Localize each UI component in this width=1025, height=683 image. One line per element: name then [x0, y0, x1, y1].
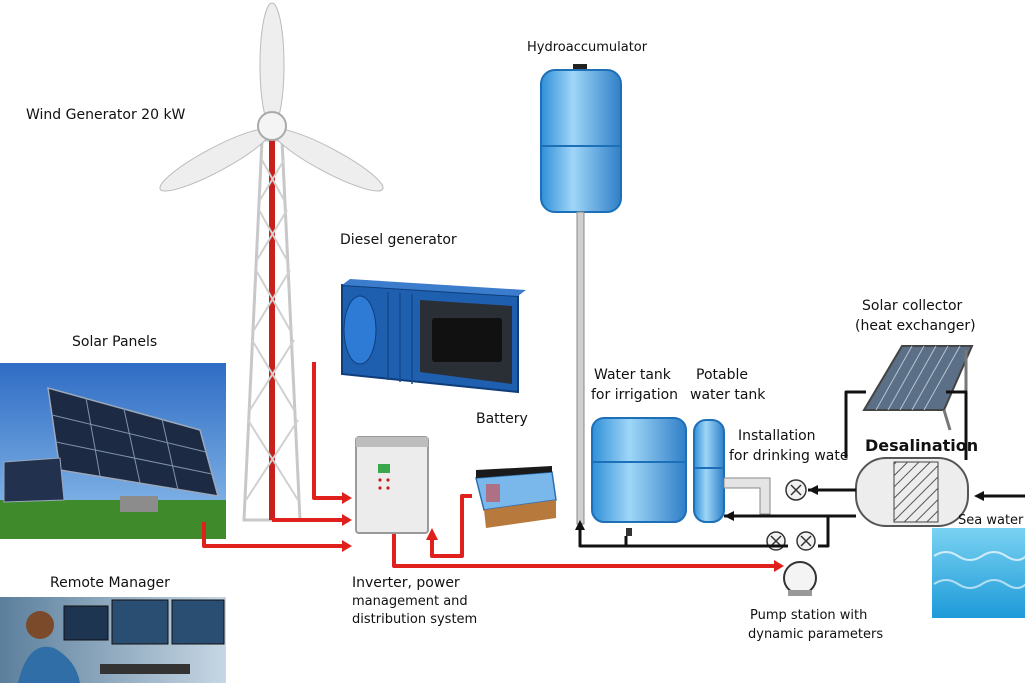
remote-manager-label: Remote Manager: [50, 575, 170, 591]
inverter-label-2: management and: [352, 594, 468, 609]
inverter-label-3: distribution system: [352, 612, 478, 627]
diesel-generator-label: Diesel generator: [340, 232, 457, 248]
solar-panels-label: Solar Panels: [72, 334, 158, 350]
installation-label-1: Installation: [738, 428, 816, 444]
diesel-generator: [341, 279, 526, 394]
sea-water-image: [932, 528, 1025, 618]
solar-collector: [862, 345, 974, 431]
potable-tank-label-1: Potable: [696, 367, 748, 383]
water-lines: [578, 390, 1025, 548]
remote-manager-image: [0, 597, 226, 683]
potable-tank-label-2: water tank: [690, 387, 766, 403]
hydroaccumulator-label: Hydroaccumulator: [527, 40, 648, 55]
solar-collector-label-1: Solar collector: [862, 298, 963, 314]
power-arrowheads: [342, 492, 784, 572]
pump-station: [766, 531, 817, 596]
battery-label: Battery: [476, 411, 528, 427]
hydroaccumulator-tank: [540, 64, 622, 525]
water-tank-label-1: Water tank: [594, 367, 671, 383]
pump-station-label-2: dynamic parameters: [748, 627, 884, 642]
wind-generator-label: Wind Generator 20 kW: [26, 107, 186, 123]
desalination-unit: [855, 457, 969, 527]
solar-collector-label-2: (heat exchanger): [855, 318, 976, 334]
power-lines: [202, 362, 776, 568]
pump-station-label-1: Pump station with: [750, 608, 868, 623]
sea-water-label: Sea water: [958, 513, 1024, 528]
irrigation-water-tank: [591, 417, 687, 536]
drinking-water-installation: [723, 477, 807, 515]
solar-panels-image: [0, 363, 226, 539]
potable-water-tank: [693, 419, 725, 523]
inverter-cabinet: [355, 436, 429, 534]
inverter-label-1: Inverter, power: [352, 575, 460, 591]
desalination-label: Desalination: [865, 436, 979, 455]
water-tank-label-2: for irrigation: [591, 387, 679, 403]
battery: [475, 466, 557, 528]
installation-label-2: for drinking wate: [729, 448, 849, 464]
water-arrowheads: [575, 485, 984, 530]
